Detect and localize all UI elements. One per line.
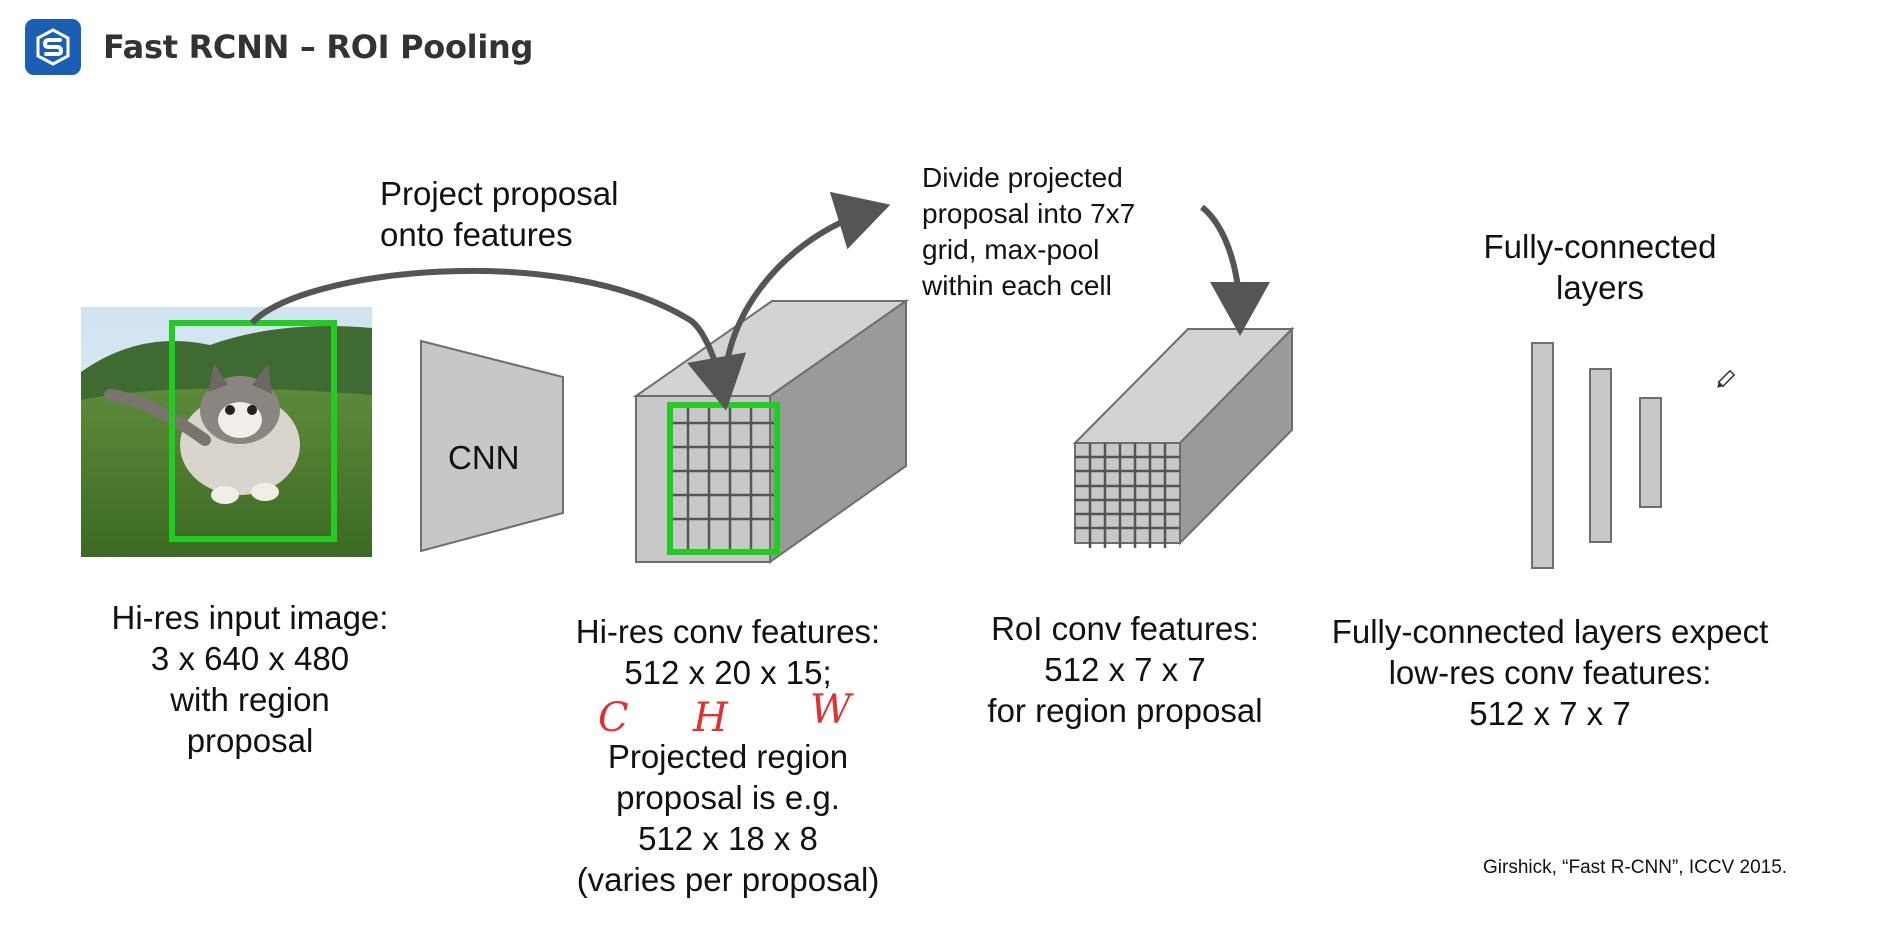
project-label-line: Project proposal <box>380 175 619 212</box>
input-image <box>81 307 372 557</box>
conv-caption: Hi-res conv features: 512 x 20 x 15; <box>558 611 898 693</box>
input-caption-line: Hi-res input image: <box>111 599 389 636</box>
fc-caption-line: Fully-connected layers expect <box>1331 613 1769 650</box>
slide-header: Fast RCNN – ROI Pooling <box>25 18 533 76</box>
cnn-label: CNN <box>448 439 520 476</box>
fc-caption: Fully-connected layers expect low-res co… <box>1310 611 1790 734</box>
roi-caption: RoI conv features: 512 x 7 x 7 for regio… <box>960 608 1290 731</box>
divide-arrow <box>721 191 891 406</box>
conv-caption-line: 512 x 20 x 15; <box>624 654 832 691</box>
roi-feature-cube <box>1072 326 1295 546</box>
roi-grid <box>1075 443 1180 548</box>
fc-layer-2 <box>1589 368 1612 543</box>
fc-layer-1 <box>1531 342 1554 569</box>
handwritten-h: H <box>692 695 729 741</box>
fc-layer-3 <box>1639 397 1662 508</box>
projected-caption-line: proposal is e.g. <box>616 779 840 816</box>
citation: Girshick, “Fast R-CNN”, ICCV 2015. <box>1483 857 1788 878</box>
fc-title-line: Fully-connected <box>1483 228 1717 265</box>
project-arrow <box>249 267 747 411</box>
pool-arrow <box>1200 204 1270 336</box>
fc-caption-line: 512 x 7 x 7 <box>1469 695 1631 732</box>
input-caption: Hi-res input image: 3 x 640 x 480 with r… <box>80 597 420 761</box>
fc-title: Fully-connected layers <box>1440 226 1760 308</box>
projected-caption: Projected region proposal is e.g. 512 x … <box>558 736 898 900</box>
handwritten-w: W <box>810 687 854 733</box>
divide-label-line: Divide projected <box>922 162 1123 193</box>
fc-caption-line: low-res conv features: <box>1388 654 1712 691</box>
projected-proposal-grid <box>670 405 777 552</box>
project-label: Project proposal onto features <box>380 173 618 255</box>
handwritten-c: C <box>598 695 629 741</box>
stack-logo-icon <box>25 19 81 75</box>
input-caption-line: proposal <box>186 722 314 759</box>
handwritten-annotation: C H W <box>598 687 854 741</box>
fc-title-line: layers <box>1555 269 1645 306</box>
divide-label-line: proposal into 7x7 <box>922 198 1136 229</box>
divide-label-line: grid, max-pool <box>922 234 1100 265</box>
projected-caption-line: (varies per proposal) <box>576 861 880 898</box>
hires-feature-cube <box>632 299 910 564</box>
projected-caption-line: Projected region <box>607 738 849 775</box>
roi-caption-line: 512 x 7 x 7 <box>1044 651 1206 688</box>
input-caption-line: with region <box>170 681 330 718</box>
page-title: Fast RCNN – ROI Pooling <box>103 28 534 66</box>
pencil-cursor-icon <box>1717 369 1736 388</box>
projected-caption-line: 512 x 18 x 8 <box>638 820 818 857</box>
project-label-line: onto features <box>380 216 573 253</box>
conv-caption-line: Hi-res conv features: <box>575 613 881 650</box>
roi-caption-line: RoI conv features: <box>991 610 1259 647</box>
roi-caption-line: for region proposal <box>987 692 1263 729</box>
input-caption-line: 3 x 640 x 480 <box>150 640 350 677</box>
divide-label-line: within each cell <box>922 270 1112 301</box>
divide-label: Divide projected proposal into 7x7 grid,… <box>922 160 1135 304</box>
cnn-block <box>420 339 564 553</box>
